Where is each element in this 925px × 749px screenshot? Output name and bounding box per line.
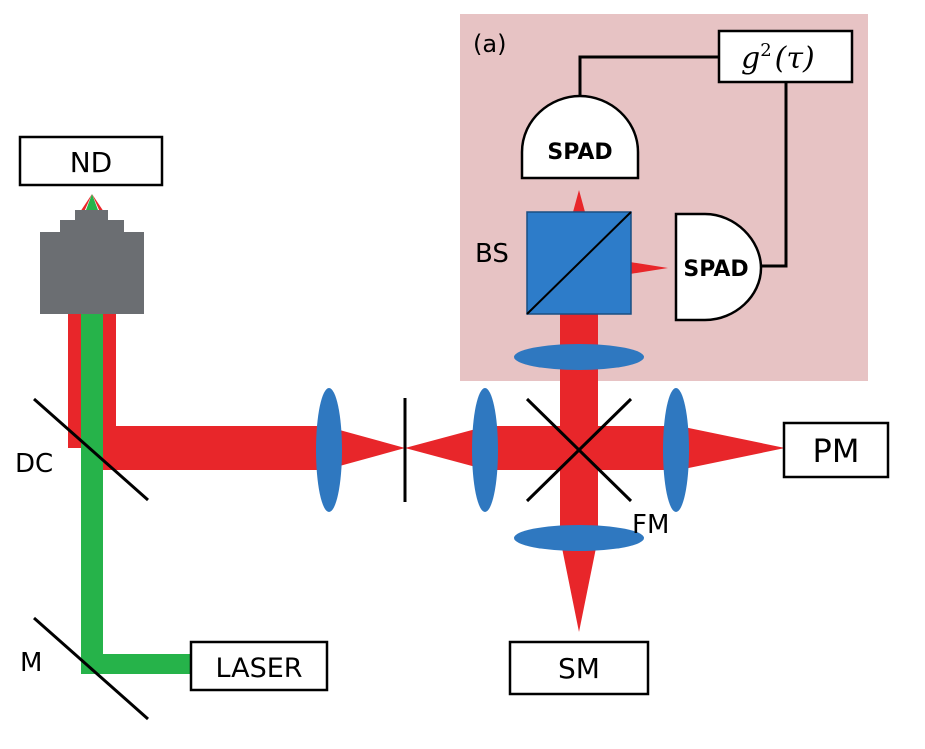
fm-label: FM xyxy=(632,510,669,540)
dc-label: DC xyxy=(15,449,53,479)
nd-box xyxy=(18,135,164,187)
nd-label: ND xyxy=(70,146,113,179)
mirror xyxy=(33,616,149,721)
detector-cable-top xyxy=(578,55,719,98)
lenses xyxy=(316,344,689,551)
sm-label: SM xyxy=(558,652,600,685)
green-beam xyxy=(81,194,191,674)
bs-label: BS xyxy=(475,239,509,269)
panel-label: (a) xyxy=(473,30,506,58)
dichroic-mirror xyxy=(33,397,149,502)
lens-2 xyxy=(472,388,498,512)
spad-top xyxy=(520,94,640,180)
spad-right xyxy=(674,212,763,322)
lens-1 xyxy=(316,388,342,512)
detector-cable-right xyxy=(761,81,788,268)
objective-lens xyxy=(40,210,144,314)
lens-5 xyxy=(514,525,644,551)
lens-4 xyxy=(514,344,644,370)
laser-label: LASER xyxy=(215,653,302,684)
pm-label: PM xyxy=(813,432,860,470)
correlator-box xyxy=(717,29,854,84)
lens-3 xyxy=(663,388,689,512)
pm-box xyxy=(782,421,890,479)
sm-box xyxy=(508,640,650,696)
m-label: M xyxy=(20,648,42,678)
flip-mirror xyxy=(525,397,633,503)
spad-top-label: SPAD xyxy=(547,140,612,165)
correlator-label: g2(τ) xyxy=(741,40,815,76)
laser-box xyxy=(189,640,329,692)
spad-right-label: SPAD xyxy=(683,257,748,282)
beamsplitter-diagonal xyxy=(526,211,632,315)
